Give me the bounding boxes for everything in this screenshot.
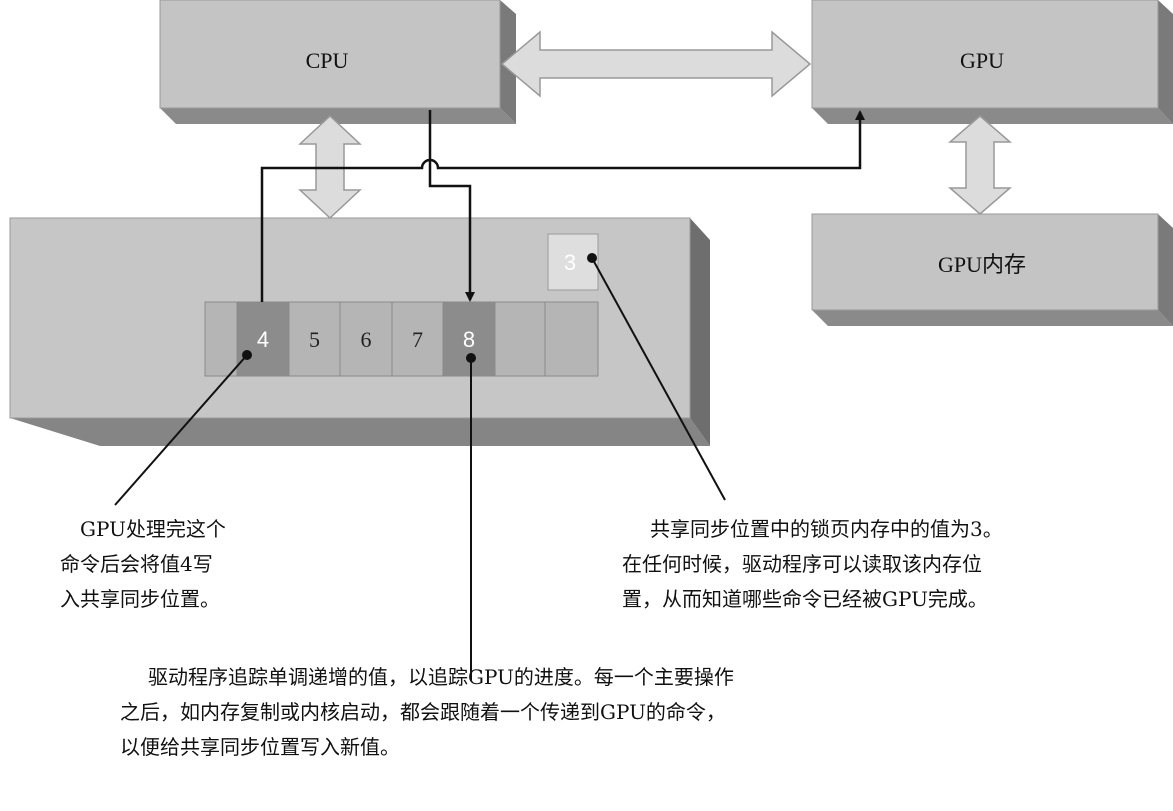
cell-4-to-gpu-arrow	[260, 110, 865, 302]
right-annotation-line: 在任何时候，驱动程序可以读取该内存位	[622, 552, 982, 576]
cpu-to-cell-8-arrow	[428, 110, 475, 302]
command-cell-value: 6	[361, 327, 372, 352]
left-annotation-line: 入共享同步位置。	[60, 587, 220, 611]
bottom-annotation-line: 之后，如内存复制或内核启动，都会跟随着一个传递到GPU的命令，	[120, 700, 726, 724]
command-cell-value: 7	[412, 327, 423, 352]
callout-pointers	[114, 253, 726, 680]
bottom-annotation: 驱动程序追踪单调递增的值，以追踪GPU的进度。每一个主要操作 之后，如内存复制或…	[120, 660, 734, 765]
gpu-memory-double-arrow	[947, 115, 1013, 215]
bottom-annotation-line: 以便给共享同步位置写入新值。	[120, 735, 400, 759]
cpu-label: CPU	[306, 48, 349, 73]
command-cell	[236, 301, 290, 377]
gpu-label: GPU	[960, 48, 1004, 73]
command-cell	[204, 301, 238, 377]
gpu-memory-box: GPU内存	[811, 213, 1173, 326]
cpu-box: CPU	[159, 0, 516, 124]
command-cell	[494, 301, 546, 377]
command-cell	[288, 301, 341, 377]
command-cell-value: 4	[257, 327, 269, 352]
left-annotation-line: 命令后会将值4写	[60, 552, 213, 576]
command-cell	[442, 301, 496, 377]
cpu-gpu-double-arrow	[500, 30, 812, 98]
sync-value: 3	[564, 250, 576, 275]
gpu-memory-label: GPU内存	[938, 252, 1026, 277]
command-cell-value: 8	[463, 327, 475, 352]
command-buffer: 4 5 6 7 8	[204, 301, 599, 377]
command-cell-value: 5	[309, 327, 320, 352]
command-cell	[339, 301, 393, 377]
sync-location-box: 3	[547, 233, 599, 291]
right-annotation-line: 置，从而知道哪些命令已经被GPU完成。	[622, 587, 988, 611]
command-cell	[544, 301, 599, 377]
right-annotation-line: 共享同步位置中的锁页内存中的值为3。	[650, 517, 1003, 541]
gpu-box: GPU	[811, 0, 1173, 124]
bottom-annotation-line: 驱动程序追踪单调递增的值，以追踪GPU的进度。每一个主要操作	[148, 665, 734, 689]
left-annotation-line: GPU处理完这个	[80, 517, 226, 541]
right-annotation: 共享同步位置中的锁页内存中的值为3。 在任何时候，驱动程序可以读取该内存位 置，…	[622, 512, 1003, 617]
left-annotation: GPU处理完这个 命令后会将值4写 入共享同步位置。	[60, 512, 226, 617]
